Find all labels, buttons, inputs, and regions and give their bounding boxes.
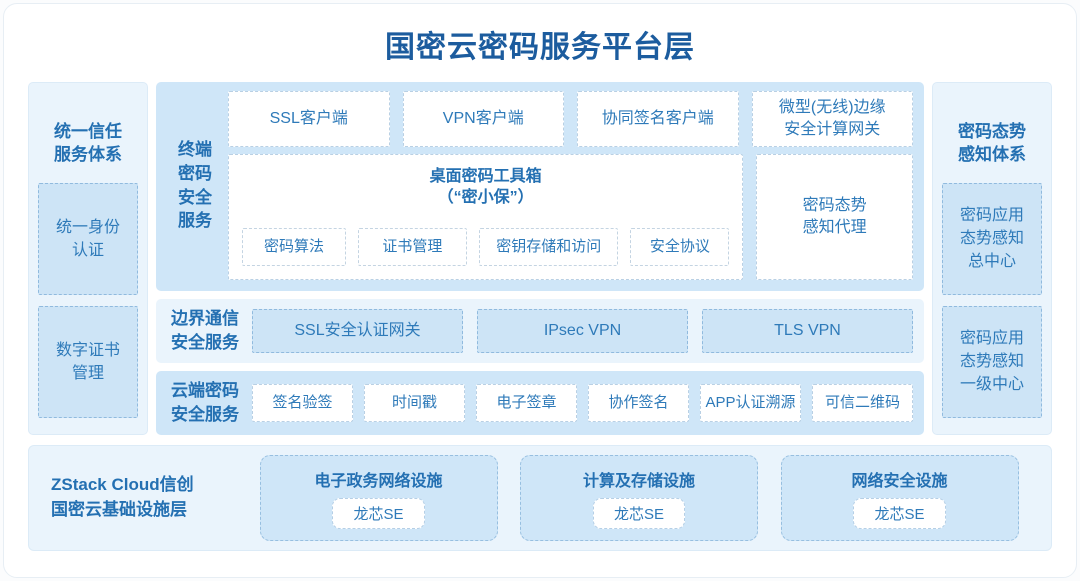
infra-boxes: 电子政务网络设施 龙芯SE 计算及存储设施 龙芯SE 网络安全设施 龙芯SE [237, 455, 1041, 541]
terminal-crypto-row: 终端 密码 安全 服务 SSL客户端 VPN客户端 协同签名客户端 微型(无线)… [156, 82, 924, 291]
tls-vpn-box: TLS VPN [702, 309, 913, 353]
boundary-comm-label: 边界通信 安全服务 [171, 309, 239, 352]
cloud-crypto-row: 云端密码 安全服务 签名验签 时间戳 电子签章 协作签名 APP认证溯源 可信二… [156, 371, 924, 435]
sign-verify-box: 签名验签 [252, 384, 353, 422]
ssl-auth-gateway-box: SSL安全认证网关 [252, 309, 463, 353]
e-seal-box: 电子签章 [476, 384, 577, 422]
digital-cert-mgmt-box: 数字证书 管理 [38, 305, 138, 418]
awareness-main-center-box: 密码应用 态势感知 总中心 [942, 182, 1042, 295]
network-security-facility-box: 网络安全设施 龙芯SE [780, 455, 1019, 541]
app-auth-trace-box: APP认证溯源 [700, 384, 801, 422]
secure-protocol-box: 安全协议 [630, 228, 730, 266]
terminal-client-boxes: SSL客户端 VPN客户端 协同签名客户端 微型(无线)边缘 安全计算网关 [228, 91, 913, 147]
crypto-algorithm-box: 密码算法 [242, 228, 346, 266]
infra-layer-row: ZStack Cloud信创 国密云基础设施层 电子政务网络设施 龙芯SE 计算… [28, 445, 1052, 551]
toolbox-title: 桌面密码工具箱 [429, 168, 542, 185]
toolbox-subtitle: （“密小保”） [437, 189, 534, 207]
page-title: 国密云密码服务平台层 [385, 31, 695, 64]
egov-network-facility-box: 电子政务网络设施 龙芯SE [259, 455, 498, 541]
situation-awareness-panel: 密码态势 感知体系 密码应用 态势感知 总中心 密码应用 态势感知 一级中心 [932, 82, 1052, 435]
main-area: 统一信任 服务体系 统一身份 认证 数字证书 管理 终端 密码 安全 服务 SS… [28, 82, 1052, 435]
edge-gateway-box: 微型(无线)边缘 安全计算网关 [751, 91, 913, 147]
ipsec-vpn-box: IPsec VPN [477, 309, 688, 353]
terminal-second-row: 桌面密码工具箱 （“密小保”） 密码算法 证书管理 密钥存储和访问 安全协议 密… [228, 154, 913, 280]
trusted-qrcode-box: 可信二维码 [812, 384, 913, 422]
cloud-crypto-label: 云端密码 安全服务 [171, 381, 239, 424]
middle-column: 终端 密码 安全 服务 SSL客户端 VPN客户端 协同签名客户端 微型(无线)… [156, 82, 924, 435]
infra-layer-label: ZStack Cloud信创 国密云基础设施层 [51, 475, 194, 519]
unified-trust-header: 统一信任 服务体系 [54, 122, 122, 164]
cert-mgmt-box: 证书管理 [357, 228, 467, 266]
toolbox-items: 密码算法 证书管理 密钥存储和访问 安全协议 [242, 228, 730, 266]
terminal-crypto-label: 终端 密码 安全 服务 [178, 139, 212, 231]
unified-trust-panel: 统一信任 服务体系 统一身份 认证 数字证书 管理 [28, 82, 148, 435]
compute-storage-facility-title: 计算及存储设施 [582, 473, 695, 490]
desktop-crypto-toolbox: 桌面密码工具箱 （“密小保”） 密码算法 证书管理 密钥存储和访问 安全协议 [228, 154, 744, 280]
key-storage-access-box: 密钥存储和访问 [478, 228, 619, 266]
network-security-facility-title: 网络安全设施 [851, 473, 948, 490]
boundary-comm-row: 边界通信 安全服务 SSL安全认证网关 IPsec VPN TLS VPN [156, 299, 924, 363]
loongson-se-chip: 龙芯SE [853, 498, 946, 529]
terminal-crypto-content: SSL客户端 VPN客户端 协同签名客户端 微型(无线)边缘 安全计算网关 桌面… [228, 91, 913, 280]
co-sign-client-box: 协同签名客户端 [577, 91, 739, 147]
diagram-canvas: 国密云密码服务平台层 统一信任 服务体系 统一身份 认证 数字证书 管理 终端 … [3, 3, 1077, 578]
vpn-client-box: VPN客户端 [402, 91, 564, 147]
situation-awareness-header: 密码态势 感知体系 [958, 122, 1026, 164]
awareness-level1-center-box: 密码应用 态势感知 一级中心 [942, 305, 1042, 418]
timestamp-box: 时间戳 [364, 384, 465, 422]
unified-identity-auth-box: 统一身份 认证 [38, 182, 138, 295]
boundary-comm-boxes: SSL安全认证网关 IPsec VPN TLS VPN [252, 309, 913, 353]
loongson-se-chip: 龙芯SE [332, 498, 425, 529]
cloud-crypto-boxes: 签名验签 时间戳 电子签章 协作签名 APP认证溯源 可信二维码 [252, 384, 913, 422]
collab-sign-box: 协作签名 [588, 384, 689, 422]
compute-storage-facility-box: 计算及存储设施 龙芯SE [520, 455, 758, 541]
ssl-client-box: SSL客户端 [228, 91, 390, 147]
loongson-se-chip: 龙芯SE [592, 498, 685, 529]
situation-agent-box: 密码态势 感知代理 [756, 154, 913, 280]
egov-network-facility-title: 电子政务网络设施 [314, 473, 443, 490]
